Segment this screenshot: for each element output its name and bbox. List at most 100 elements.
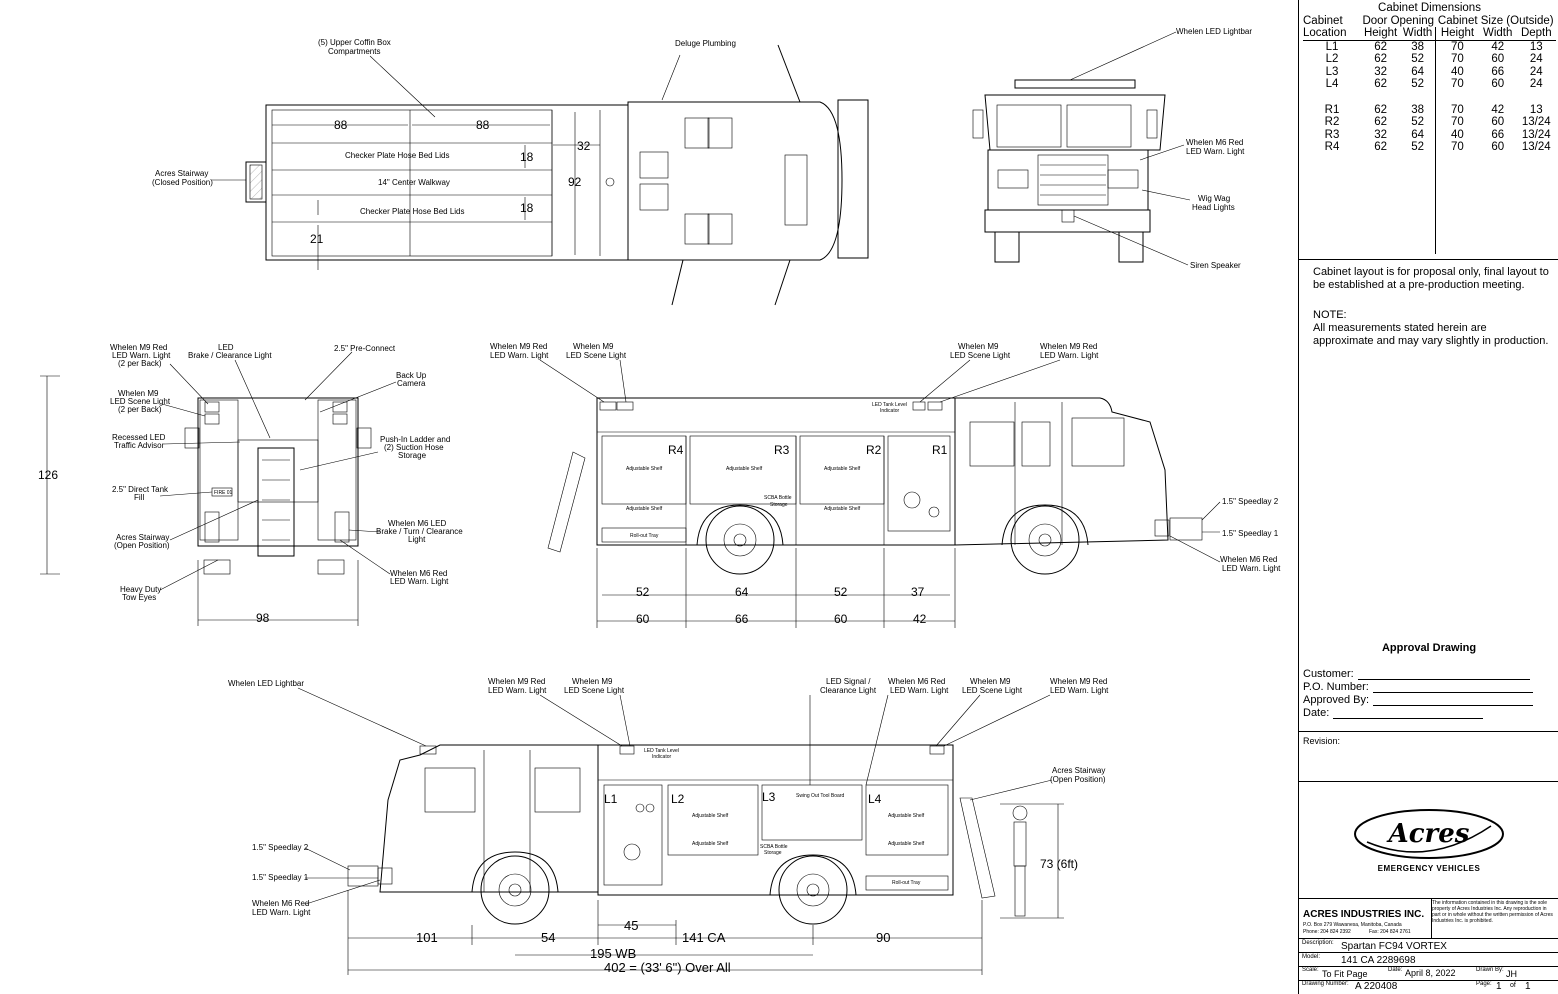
- label-front-m6-2: LED Warn. Light: [1186, 147, 1245, 156]
- label-shelf: Adjustable Shelf: [824, 506, 861, 512]
- cabinet-cell: 70: [1451, 103, 1464, 116]
- label-tow-2: Tow Eyes: [122, 593, 156, 602]
- label-r-m9scene2-2: LED Scene Light: [950, 351, 1011, 360]
- cabinet-cell: 38: [1400, 40, 1437, 53]
- label-rear-m9scene-3: (2 per Back): [118, 405, 162, 414]
- revision-label: Revision:: [1303, 736, 1341, 746]
- compartment-l1: L1: [604, 792, 618, 806]
- model-label: Model:: [1302, 954, 1321, 960]
- label-traffic-1: Recessed LED: [112, 433, 166, 442]
- label-preconnect: 2.5" Pre-Connect: [334, 344, 396, 353]
- label-l-m9scene-1: Whelen M9: [572, 677, 613, 686]
- dim-r-top-1: 64: [735, 585, 749, 599]
- cabinet-cell: 60: [1491, 53, 1505, 65]
- rear-view: FIRE 01 126 98 Whelen M9 Red LED Warn. L…: [38, 343, 463, 626]
- drawn-value: JH: [1506, 969, 1517, 979]
- date-value: April 8, 2022: [1405, 968, 1456, 978]
- label-l-m9scene2-1: Whelen M9: [970, 677, 1011, 686]
- cabinet-cell: 32: [1374, 128, 1387, 141]
- dwg-label: Drawing Number:: [1302, 981, 1349, 987]
- dim-92: 92: [568, 175, 582, 189]
- layout-note: Cabinet layout is for proposal only, fin…: [1313, 266, 1549, 291]
- cabinet-cell: 42: [1491, 40, 1505, 53]
- dim-54: 54: [541, 930, 555, 945]
- th-width: Width: [1400, 27, 1437, 40]
- label-l-tank-2: Indicator: [652, 754, 672, 760]
- label-fire: FIRE 01: [214, 490, 233, 496]
- label-l-m6red-1: Whelen M6 Red: [888, 677, 945, 686]
- divider: [1299, 966, 1558, 967]
- cabinet-cell: 52: [1400, 116, 1437, 129]
- dim-r-top-2: 52: [834, 585, 848, 599]
- cabinet-cell: 60: [1491, 116, 1505, 128]
- company-name: ACRES INDUSTRIES INC.: [1303, 909, 1425, 920]
- po-field[interactable]: P.O. Number:: [1303, 681, 1533, 693]
- label-wigwag-2: Head Lights: [1192, 203, 1235, 212]
- label-r-speedlay2: 1.5" Speedlay 2: [1222, 497, 1279, 506]
- logo-tagline: EMERGENCY VEHICLES: [1377, 864, 1481, 873]
- title-panel: Cabinet Dimensions Cabinet Door Opening …: [1298, 0, 1558, 994]
- dim-126: 126: [38, 468, 58, 482]
- label-r-m9red2-2: LED Warn. Light: [1040, 351, 1099, 360]
- label-rear-m6red-1: Whelen M6 Red: [390, 569, 447, 578]
- label-stair-open-2: (Open Position): [114, 541, 170, 550]
- cabinet-cell: R2: [1324, 116, 1340, 128]
- label-backup-1: Back Up: [396, 371, 427, 380]
- label-l-speedlay2: 1.5" Speedlay 2: [252, 843, 309, 852]
- approved-field[interactable]: Approved By:: [1303, 694, 1534, 706]
- right-side-view: R4 R3 R2 R1 Adjustable Shelf Adjustable …: [490, 342, 1281, 628]
- dim-oal: 402 = (33' 6") Over All: [604, 960, 731, 975]
- cabinet-cell: 32: [1374, 65, 1387, 78]
- label-m6led-2: Brake / Turn / Clearance: [376, 527, 463, 536]
- note-title: NOTE:: [1313, 309, 1347, 321]
- label-scba-1: SCBA Bottle: [764, 495, 792, 501]
- label-rollout: Roll-out Tray: [630, 533, 659, 539]
- dim-wb: 195 WB: [590, 946, 636, 961]
- label-backup-2: Camera: [397, 379, 426, 388]
- cabinet-cell: 13: [1529, 103, 1543, 116]
- cabinet-cell: 13/24: [1521, 141, 1551, 153]
- cabinet-cell: 62: [1374, 78, 1387, 90]
- compartment-r3: R3: [774, 443, 790, 457]
- label-l-m6red-2: LED Warn. Light: [890, 686, 949, 695]
- th-location: Location: [1303, 27, 1347, 39]
- cabinet-cell: 70: [1451, 53, 1464, 65]
- date-field[interactable]: Date:: [1303, 707, 1484, 719]
- label-scba-2: Storage: [770, 502, 788, 508]
- dwg-number: A 220408: [1355, 981, 1398, 992]
- cabinet-table: Cabinet Dimensions Cabinet Door Opening …: [1303, 2, 1556, 254]
- acres-logo: Acres: [1349, 806, 1509, 862]
- label-l-shelf: Adjustable Shelf: [888, 841, 925, 847]
- cabinet-row: [1303, 90, 1556, 104]
- cabinet-cell: 70: [1451, 116, 1464, 128]
- label-signal-2: Clearance Light: [820, 686, 877, 695]
- description: Spartan FC94 VORTEX: [1341, 941, 1447, 952]
- label-rear-m9scene-2: LED Scene Light: [110, 397, 171, 406]
- customer-field[interactable]: Customer:: [1303, 668, 1530, 680]
- label-l-stair-2: (Open Position): [1050, 775, 1106, 784]
- divider: [1299, 731, 1558, 732]
- th-size: Cabinet Size (Outside): [1437, 14, 1554, 27]
- label-m6led-3: Light: [408, 535, 426, 544]
- label-r-m9scene-2: LED Scene Light: [566, 351, 627, 360]
- compartment-l2: L2: [671, 792, 685, 806]
- company-fax: Fax: 204 824 2761: [1369, 929, 1411, 935]
- cabinet-table-title: Cabinet Dimensions: [1378, 2, 1481, 14]
- label-tankfill-2: Fill: [134, 493, 144, 502]
- dim-r-bot-3: 42: [913, 612, 927, 626]
- th-height: Height: [1363, 27, 1398, 39]
- th-door: Door Opening: [1362, 14, 1435, 27]
- cabinet-cell: R1: [1324, 103, 1340, 116]
- cabinet-cell: 70: [1451, 78, 1464, 90]
- label-rear-m9red-1: Whelen M9 Red: [110, 343, 167, 352]
- scale-label: Scale:: [1302, 967, 1319, 973]
- label-r-m9scene-1: Whelen M9: [573, 342, 614, 351]
- label-walkway: 14" Center Walkway: [378, 178, 450, 187]
- label-l-m9red2-2: LED Warn. Light: [1050, 686, 1109, 695]
- label-stairway-closed-1: Acres Stairway: [155, 169, 208, 178]
- cabinet-cell: 62: [1374, 40, 1387, 53]
- dim-18a: 18: [520, 150, 534, 164]
- label-shelf: Adjustable Shelf: [726, 466, 763, 472]
- label-l-m6red-front-2: LED Warn. Light: [252, 908, 311, 917]
